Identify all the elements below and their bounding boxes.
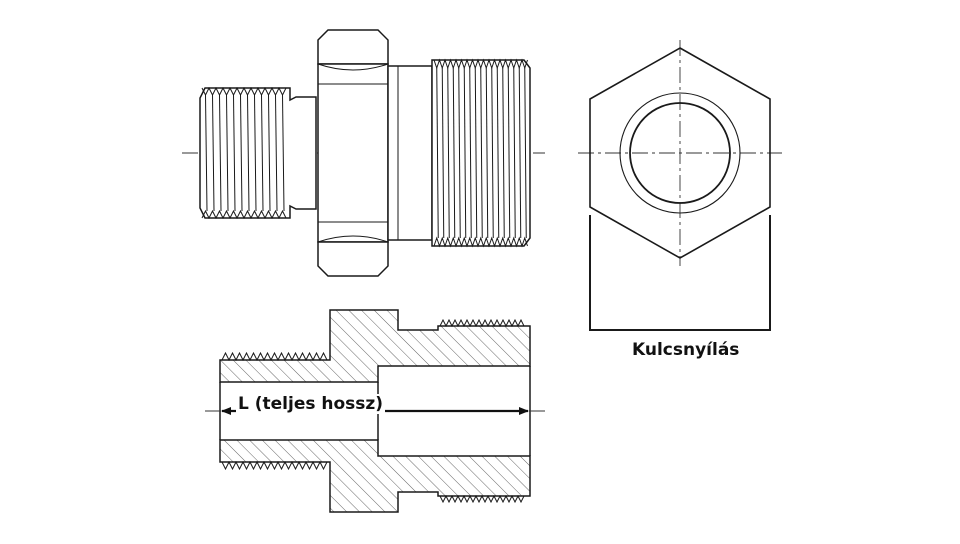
section-view [205, 309, 548, 513]
wrench-size-label: Kulcsnyílás [632, 340, 740, 360]
section-threads [221, 318, 525, 504]
overall-length-label: L (teljes hossz) [236, 394, 386, 414]
side-view [182, 29, 545, 277]
thread-left [201, 86, 287, 220]
thread-right [433, 58, 528, 248]
end-view [578, 40, 782, 331]
